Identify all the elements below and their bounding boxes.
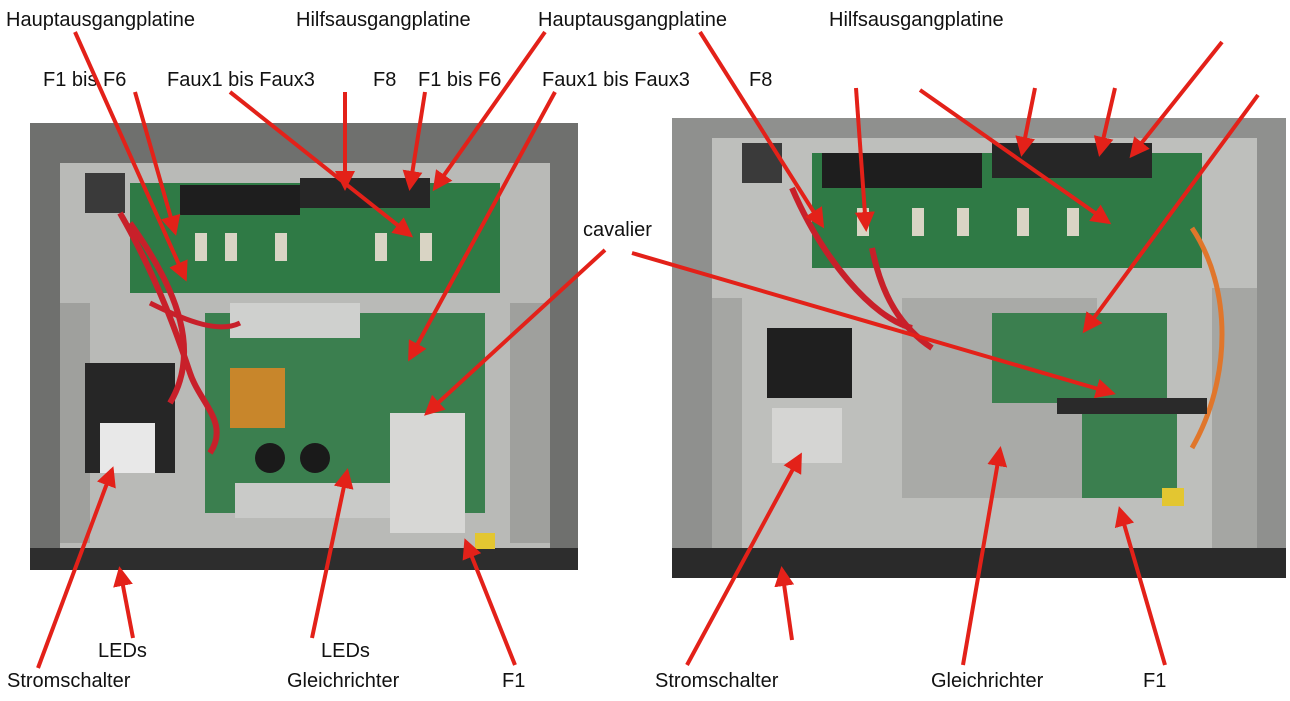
label-f1-right: F1	[1143, 670, 1167, 692]
label-fuses-faux-left: Faux1 bis Faux3	[167, 69, 315, 91]
label-fuse-f8-right: F8	[749, 69, 773, 91]
arrow-leds-left-1	[113, 566, 135, 639]
photo-device-left	[30, 123, 578, 570]
arrow-leds-right	[774, 566, 795, 641]
label-rectifier-right: Gleichrichter	[931, 670, 1044, 692]
label-aux-board-left: Hilfsausgangplatine	[296, 9, 471, 31]
label-main-board-right: Hauptausgangplatine	[538, 9, 728, 31]
label-cavalier: cavalier	[583, 219, 652, 241]
label-fuse-f8-left: F8	[373, 69, 397, 91]
label-power-switch-left: Stromschalter	[7, 670, 131, 692]
label-aux-board-right: Hilfsausgangplatine	[829, 9, 1004, 31]
photo-device-right	[672, 118, 1286, 578]
label-fuses-faux-right: Faux1 bis Faux3	[542, 69, 690, 91]
label-leds-left-1: LEDs	[98, 640, 147, 662]
label-fuses-f1-f6-right: F1 bis F6	[418, 69, 502, 91]
label-main-board-left: Hauptausgangplatine	[6, 9, 196, 31]
label-power-switch-right: Stromschalter	[655, 670, 779, 692]
label-rectifier-left: Gleichrichter	[287, 670, 400, 692]
label-f1-left: F1	[502, 670, 526, 692]
label-fuses-f1-f6-left: F1 bis F6	[43, 69, 127, 91]
label-leds-left-2: LEDs	[321, 640, 370, 662]
